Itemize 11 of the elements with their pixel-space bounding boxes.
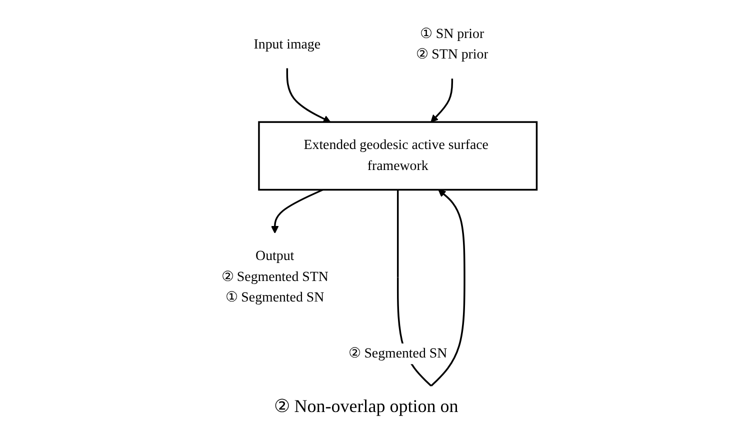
node-box: Extended geodesic active surface framework (258, 121, 538, 191)
node-label: ② Segmented STN (221, 270, 328, 284)
node-label: ① Segmented SN (226, 290, 324, 306)
note-text: ② Non-overlap option on (274, 395, 458, 417)
node-text: Input image (254, 36, 321, 52)
arrow (271, 188, 324, 234)
edge-label: ② Segmented SN (348, 346, 448, 361)
node-text: Output (256, 248, 294, 264)
node-text: ① SN prior ② STN prior (416, 26, 488, 62)
arrow (286, 68, 331, 122)
arrow (430, 78, 454, 122)
